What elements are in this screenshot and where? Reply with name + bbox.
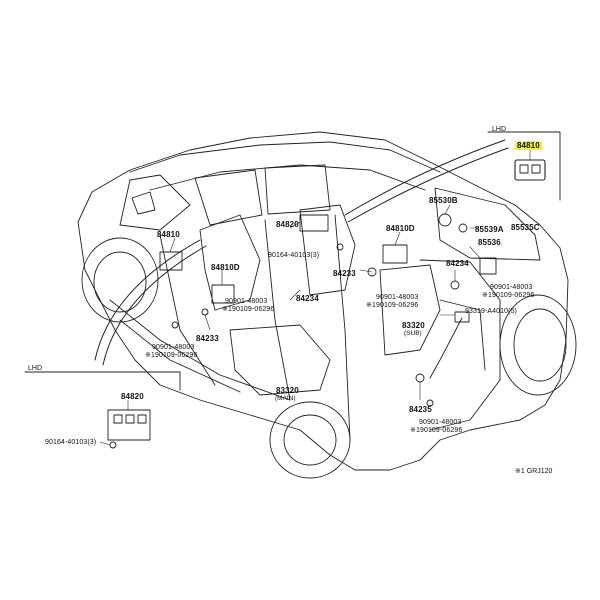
part-label-85530b[interactable]: 85530B [429,196,458,205]
switch-84820-bl [107,409,151,441]
switch-84810-left [159,251,183,271]
switch-84810d-left [211,284,235,304]
part-label-90901-bottomleft-b[interactable]: ※190109-06296 [145,352,198,359]
switch-84820 [299,214,329,232]
part-label-84820-top[interactable]: 84820 [276,220,299,229]
part-label-90901-left-b[interactable]: ※190109-06296 [222,306,275,313]
part-label-90901-bottom-b[interactable]: ※190109-06296 [410,427,463,434]
front-wheel [81,237,159,323]
main-tag: (MAIN) [275,395,296,402]
lhd-box-top [487,131,561,201]
part-label-84810d-right[interactable]: 84810D [386,224,415,233]
part-label-85535c[interactable]: 85535C [511,223,540,232]
part-label-84234[interactable]: 84234 [296,294,319,303]
part-label-93319[interactable]: 93319-A4010(5) [465,308,517,315]
region-label-lhd-top: LHD [492,126,507,133]
roof-line [129,141,441,173]
part-label-83320-sub[interactable]: 83320 [402,321,425,330]
part-label-84233-left[interactable]: 84233 [196,334,219,343]
part-label-84810d-left[interactable]: 84810D [211,263,240,272]
rear-wheel [269,401,351,479]
part-label-90901-right-b[interactable]: ※190109-06296 [482,292,535,299]
part-label-84235[interactable]: 84235 [409,405,432,414]
part-label-84233-mid[interactable]: 84233 [333,269,356,278]
region-label-lhd-bottom: LHD [28,365,43,372]
car-body-outline [77,131,569,471]
part-label-90901-right-a[interactable]: 90901-48003 [490,284,533,291]
part-label-90901-mid-a[interactable]: 90901-48003 [376,294,419,301]
part-label-84234-right[interactable]: 84234 [446,259,469,268]
lhd-box-bottom [24,371,181,391]
switch-84810-topright [514,159,546,181]
part-label-85536[interactable]: 85536 [478,238,501,247]
part-label-90901-mid-b[interactable]: ※190109-06296 [366,302,419,309]
front-window [119,174,191,231]
part-label-84810-left[interactable]: 84810 [157,230,180,239]
part-label-83320-main[interactable]: 83320 [276,386,299,395]
part-label-90901-bottomleft-a[interactable]: 90901-48003 [152,344,195,351]
rear-window [434,187,541,261]
sub-tag: (SUB) [404,330,422,337]
part-85530b [438,213,452,227]
part-label-90164-bottomleft[interactable]: 90164-40103(3) [45,439,97,446]
footer-code: ※1 GRJ120 [515,468,553,475]
part-label-90901-bottom-a[interactable]: 90901-48003 [419,419,462,426]
part-label-84810-highlight[interactable]: 84810 [515,141,542,150]
part-85536 [479,257,497,275]
part-label-90164-top[interactable]: 90164-40103(3) [268,252,320,259]
antenna-rod [429,317,463,379]
switch-84810d-right [382,244,408,264]
part-label-90901-left-a[interactable]: 90901-48003 [225,298,268,305]
harness-arc-top [344,139,506,216]
part-label-85539a[interactable]: 85539A [475,225,504,234]
part-label-84820-bottomleft[interactable]: 84820 [121,392,144,401]
